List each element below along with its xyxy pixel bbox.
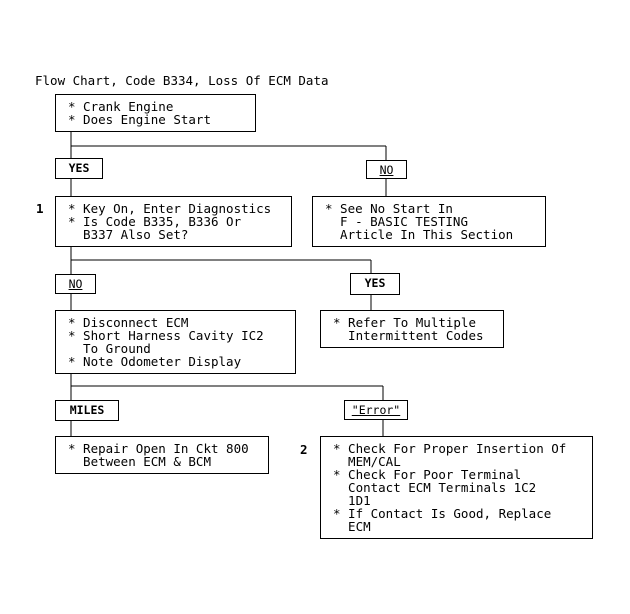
label-no-1: NO [366,160,407,179]
step-line: To Ground [68,341,151,356]
step-refer-intermittent: * Refer To Multiple Intermittent Codes [320,310,504,348]
step-line: Intermittent Codes [333,328,484,343]
step-line: F - BASIC TESTING [325,214,468,229]
step-line: B337 Also Set? [68,227,189,242]
step-line: Article In This Section [325,227,514,242]
step-number-2: 2 [300,442,308,457]
step-line: * Refer To Multiple [333,315,476,330]
label-yes-1: YES [55,158,103,179]
chart-title: Flow Chart, Code B334, Loss Of ECM Data [35,73,329,88]
step-disconnect-ecm: * Disconnect ECM * Short Harness Cavity … [55,310,296,374]
step-line: * If Contact Is Good, Replace [333,506,552,521]
step-check-insertion: * Check For Proper Insertion Of MEM/CAL … [320,436,593,539]
step-number-1: 1 [36,201,44,216]
step-line: * Is Code B335, B336 Or [68,214,242,229]
step-line: * Disconnect ECM [68,315,189,330]
step-repair-open: * Repair Open In Ckt 800 Between ECM & B… [55,436,269,474]
step-line: 1D1 [333,493,371,508]
step-line: * Key On, Enter Diagnostics [68,201,272,216]
step-line: Contact ECM Terminals 1C2 [333,480,537,495]
step-line: * Note Odometer Display [68,354,242,369]
step-line: * Repair Open In Ckt 800 [68,441,249,456]
step-line: Between ECM & BCM [68,454,211,469]
step-line: ECM [333,519,371,534]
step-key-on: * Key On, Enter Diagnostics * Is Code B3… [55,196,292,247]
label-yes-2: YES [350,273,400,295]
step-line: * Short Harness Cavity IC2 [68,328,264,343]
step-line: * Check For Poor Terminal [333,467,522,482]
step-line: * Crank Engine [68,99,174,114]
label-miles: MILES [55,400,119,421]
step-line: * Check For Proper Insertion Of [333,441,567,456]
label-no-2: NO [55,274,96,294]
step-line: MEM/CAL [333,454,401,469]
label-error: "Error" [344,400,408,420]
step-line: * See No Start In [325,201,453,216]
step-no-start: * See No Start In F - BASIC TESTING Arti… [312,196,546,247]
step-crank-engine: * Crank Engine * Does Engine Start [55,94,256,132]
step-line: * Does Engine Start [68,112,211,127]
